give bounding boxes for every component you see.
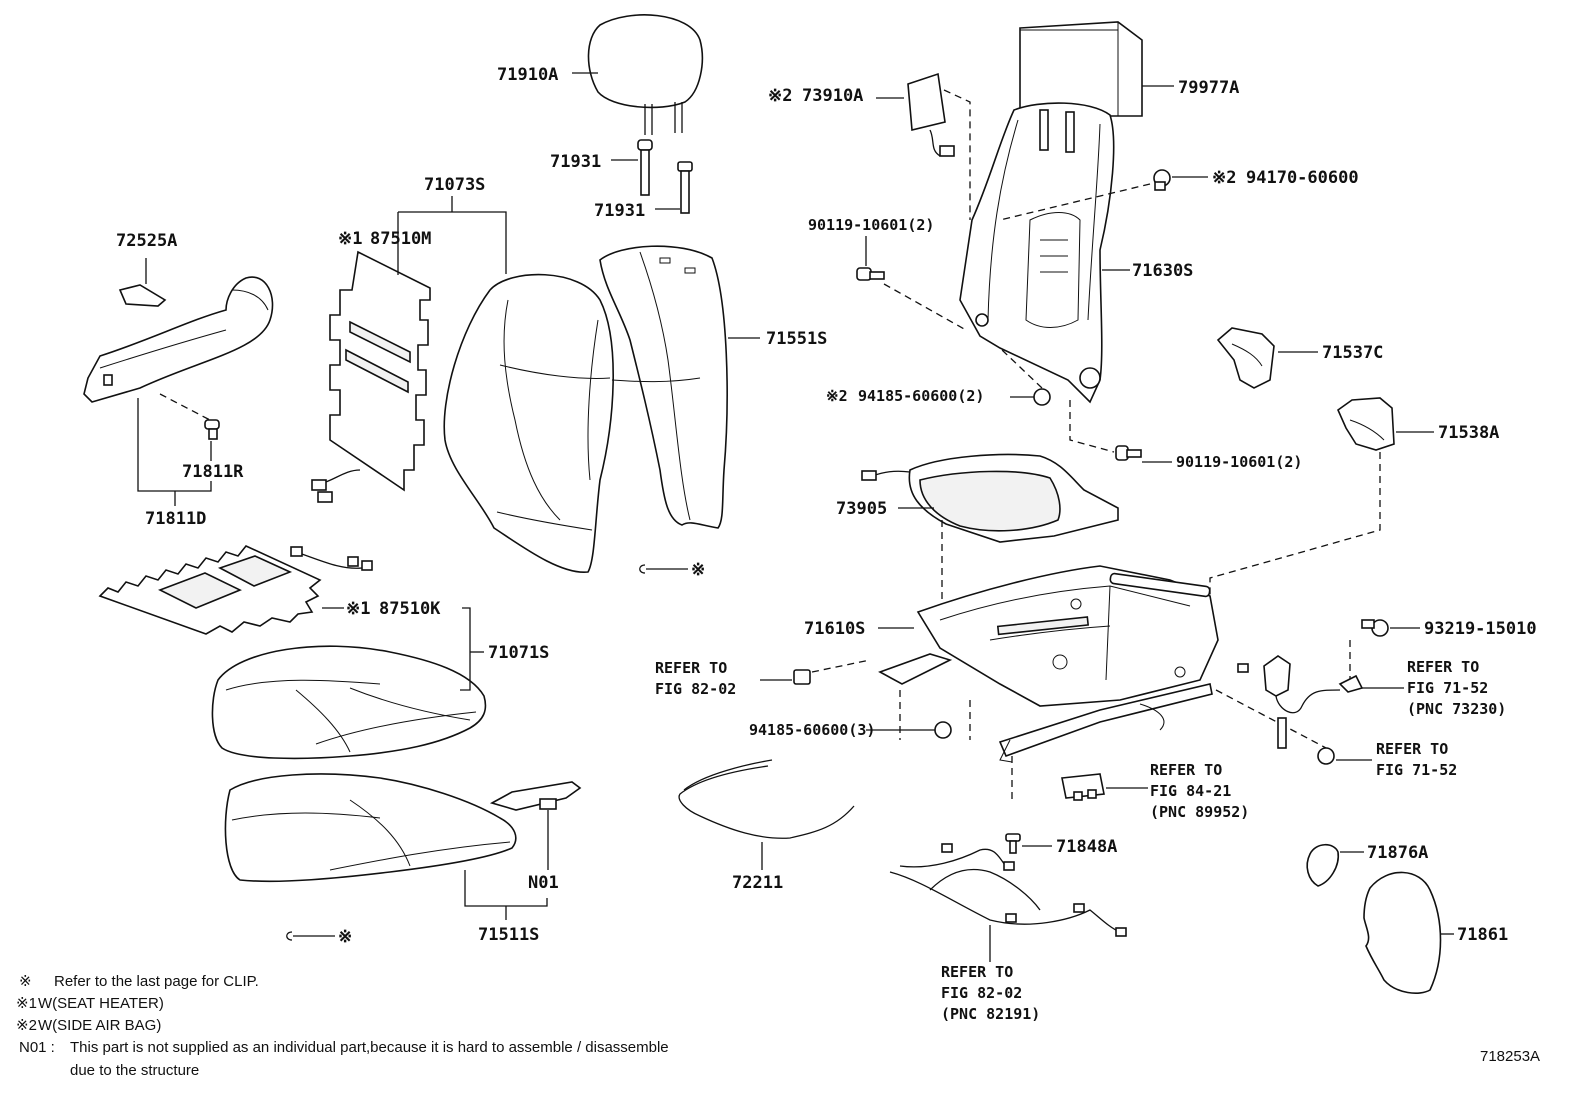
seat-frame-part: [878, 565, 1219, 763]
label-72211: 72211: [732, 873, 783, 893]
headrest-part: [587, 14, 704, 135]
label-71931-lower: 71931: [594, 201, 645, 221]
label-71910A: 71910A: [497, 65, 558, 85]
label-94185-upper: 94185-60600(2): [858, 387, 984, 405]
note4-text: This part is not supplied as an individu…: [70, 1039, 669, 1056]
side-shield-part: [83, 276, 274, 403]
label-93219: 93219-15010: [1424, 619, 1537, 639]
label-94170: 94170-60600: [1246, 168, 1359, 188]
seat-cushion-pad-part: [211, 645, 487, 760]
label-87510M-mark: ※1: [338, 229, 362, 249]
note2-text: W(SEAT HEATER): [38, 995, 164, 1012]
connector-82-02-part: [793, 669, 811, 685]
nut-94185-upper-part: [1033, 388, 1051, 406]
seat-cushion-frame-73905-part: [861, 453, 1119, 543]
clip-mark-lower: ※: [338, 927, 352, 947]
seatback-pad-part: [443, 273, 614, 573]
refer2-line3: (PNC 73230): [1407, 700, 1506, 718]
refer3-line2: FIG 71-52: [1376, 761, 1457, 779]
label-71071S: 71071S: [488, 643, 549, 663]
label-73905: 73905: [836, 499, 887, 519]
shield-71538A-part: [1337, 397, 1395, 451]
seatback-frame-part: [959, 102, 1115, 404]
label-90119-lower: 90119-10601(2): [1176, 453, 1302, 471]
label-73910A-mark: ※2: [768, 86, 792, 106]
shield-71537C-part: [1216, 327, 1275, 389]
label-71811D: 71811D: [145, 509, 206, 529]
label-71811R: 71811R: [182, 462, 244, 482]
seat-cushion-cover-part: [224, 773, 517, 883]
note4-mark: N01 :: [19, 1039, 55, 1056]
refer4-line2: FIG 84-21: [1150, 782, 1231, 800]
refer5-line3: (PNC 82191): [941, 1005, 1040, 1023]
connector-84-21-part: [1061, 773, 1105, 801]
bolt-90119-upper-part: [856, 267, 885, 281]
figure-number: 718253A: [1480, 1048, 1540, 1065]
n01-part: [489, 781, 582, 811]
label-71538A: 71538A: [1438, 423, 1499, 443]
label-71511S: 71511S: [478, 925, 539, 945]
label-90119-upper: 90119-10601(2): [808, 216, 934, 234]
refer1-line2: FIG 82-02: [655, 680, 736, 698]
note1-mark: ※: [19, 973, 32, 990]
seat-wire-harness-part: [889, 843, 1127, 937]
nut-94185-lower-part: [934, 721, 952, 739]
label-71630S: 71630S: [1132, 261, 1193, 281]
label-71551S: 71551S: [766, 329, 827, 349]
refer5-line1: REFER TO: [941, 963, 1013, 981]
seatback-heater-part: [311, 250, 431, 503]
label-87510M: 87510M: [370, 229, 431, 249]
seatback-cover-part: [599, 245, 728, 529]
refer4-line1: REFER TO: [1150, 761, 1222, 779]
label-N01: N01: [528, 873, 559, 893]
refer2-line2: FIG 71-52: [1407, 679, 1488, 697]
note3-mark: ※2: [16, 1017, 37, 1034]
label-71073S: 71073S: [424, 175, 485, 195]
clip-mark-upper: ※: [691, 560, 705, 580]
refer5-line2: FIG 82-02: [941, 984, 1022, 1002]
seat-heater-part: [98, 545, 373, 635]
bolt-94170-part: [1153, 169, 1171, 191]
buckle-sensor-part: [1237, 655, 1364, 749]
label-71848A: 71848A: [1056, 837, 1117, 857]
clip-71848A-part: [1005, 833, 1021, 854]
label-71876A: 71876A: [1367, 843, 1428, 863]
refer3-line1: REFER TO: [1376, 740, 1448, 758]
refer1-line1: REFER TO: [655, 659, 727, 677]
note2-mark: ※1: [16, 995, 37, 1012]
screw-71811R-part: [204, 419, 220, 440]
label-71610S: 71610S: [804, 619, 865, 639]
side-airbag-part: [907, 72, 955, 157]
label-94185-lower: 94185-60600(3): [749, 721, 875, 739]
refer2-line1: REFER TO: [1407, 658, 1479, 676]
cover-71876A-part: [1306, 843, 1340, 887]
cover-71861-part: [1363, 871, 1442, 994]
label-71537C: 71537C: [1322, 343, 1383, 363]
headrest-guide-part: [637, 139, 693, 214]
label-94170-mark: ※2: [1212, 168, 1236, 188]
label-79977A: 79977A: [1178, 78, 1239, 98]
note1-text: Refer to the last page for CLIP.: [54, 973, 259, 990]
nut-71-52-part: [1317, 747, 1335, 765]
note4-cont: due to the structure: [70, 1062, 199, 1079]
label-72525A: 72525A: [116, 231, 177, 251]
bolt-90119-lower-part: [1115, 445, 1142, 461]
refer4-line3: (PNC 89952): [1150, 803, 1249, 821]
label-71931-upper: 71931: [550, 152, 601, 172]
label-87510K: 87510K: [379, 599, 441, 619]
label-73910A: 73910A: [802, 86, 863, 106]
label-87510K-mark: ※1: [346, 599, 370, 619]
headrest-79977A-part: [1019, 21, 1143, 117]
bolt-93219-part: [1361, 619, 1389, 637]
wire-72211-part: [678, 759, 855, 839]
label-71861: 71861: [1457, 925, 1508, 945]
label-94185-upper-mark: ※2: [826, 387, 848, 405]
note3-text: W(SIDE AIR BAG): [38, 1017, 161, 1034]
